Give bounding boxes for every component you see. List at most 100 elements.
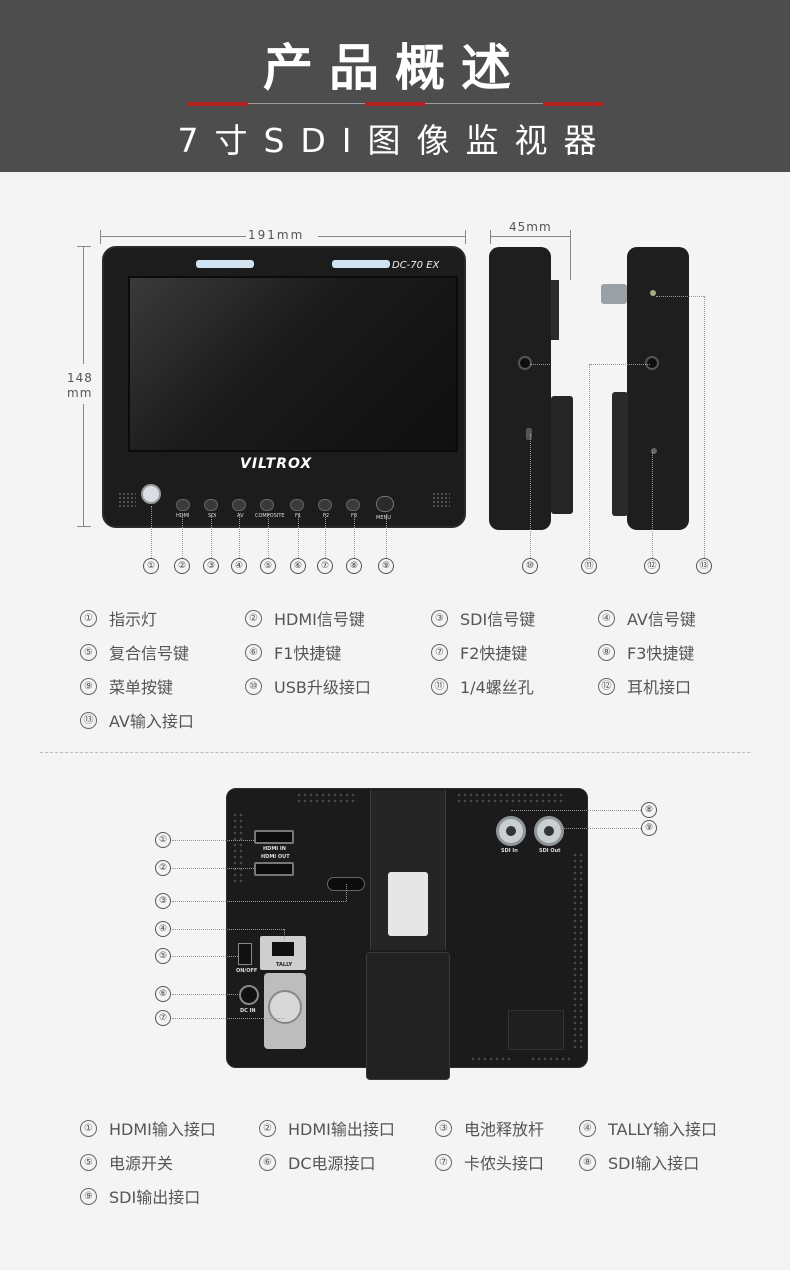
hdmi-out-label: HDMI OUT <box>261 854 290 860</box>
vent-left <box>232 812 244 882</box>
f2-button[interactable] <box>318 499 332 511</box>
callout-1: ① <box>143 558 159 574</box>
legend-item: ⑧ F3快捷键 <box>598 640 694 664</box>
usb-port <box>526 428 532 440</box>
back-callout-5: ⑤ <box>155 948 171 964</box>
callout-leader-11 <box>589 364 590 558</box>
depth-dim-line <box>490 236 570 237</box>
header-accent-left <box>188 102 248 106</box>
side-left-battery-plate <box>551 396 573 514</box>
callout-5: ⑤ <box>260 558 276 574</box>
back-leader-8 <box>511 810 641 811</box>
legend-label: HDMI输出接口 <box>288 1120 395 1139</box>
sdi-button-label: SDI <box>208 513 217 519</box>
callout-8: ⑧ <box>346 558 362 574</box>
hdmi-out-port <box>254 862 294 876</box>
legend-item: ⑨ SDI输出接口 <box>80 1184 200 1208</box>
height-dim-line-top <box>83 246 84 364</box>
sdi-in-bnc-core <box>506 826 516 836</box>
header-accent-center <box>365 102 425 106</box>
dc-in-label: DC IN <box>240 1008 256 1014</box>
back-leader-7 <box>172 1018 284 1019</box>
menu-button[interactable] <box>376 496 394 512</box>
tally-light-left <box>196 260 254 268</box>
vent-bottom-2 <box>530 1056 570 1064</box>
dc-power-jack <box>239 985 259 1005</box>
legend-label: 指示灯 <box>109 610 158 629</box>
legend-item: ② HDMI输出接口 <box>259 1116 395 1140</box>
width-dimension-label: 191mm <box>248 228 305 242</box>
callout-leader-13a <box>656 296 704 297</box>
legend-label: F2快捷键 <box>460 644 528 663</box>
tally-label: TALLY <box>276 962 293 968</box>
side-left-connector <box>551 280 559 340</box>
screw-hole-right <box>645 356 659 370</box>
back-leader-5 <box>172 956 238 957</box>
callout-leader-9 <box>386 514 387 558</box>
legend-label: USB升级接口 <box>274 678 371 697</box>
legend-label: SDI输出接口 <box>109 1188 201 1207</box>
callout-leader-7 <box>325 514 326 558</box>
legend-num: ⑪ <box>431 677 448 695</box>
back-leader-3b <box>346 884 347 901</box>
legend-num: ⑬ <box>80 711 97 729</box>
depth-dimension-label: 45mm <box>509 220 552 234</box>
f2-button-label: F2 <box>323 513 330 519</box>
composite-button[interactable] <box>260 499 274 511</box>
hdmi-button[interactable] <box>176 499 190 511</box>
legend-label: SDI信号键 <box>460 610 536 629</box>
legend-num: ⑥ <box>259 1153 276 1171</box>
callout-leader-5 <box>268 514 269 558</box>
model-name: DC-70 EX <box>392 260 440 271</box>
av-bnc-connector <box>601 284 627 304</box>
legend-num: ⑥ <box>245 643 262 661</box>
back-leader-1 <box>172 840 254 841</box>
header-accent-right <box>543 102 603 106</box>
f3-button[interactable] <box>346 499 360 511</box>
height-dimension-label: 148 <box>67 371 93 385</box>
legend-num: ⑨ <box>80 1187 97 1205</box>
callout-2: ② <box>174 558 190 574</box>
legend-num: ② <box>259 1119 276 1137</box>
av-port-dot <box>650 290 656 296</box>
back-callout-1: ① <box>155 832 171 848</box>
power-switch[interactable] <box>238 943 252 965</box>
sdi-button[interactable] <box>204 499 218 511</box>
callout-leader-8 <box>354 514 355 558</box>
height-dimension-unit: mm <box>67 386 93 400</box>
legend-label: 菜单按键 <box>109 678 174 697</box>
back-callout-4: ④ <box>155 921 171 937</box>
legend-num: ⑩ <box>245 677 262 695</box>
f1-button[interactable] <box>290 499 304 511</box>
legend-label: F3快捷键 <box>627 644 695 663</box>
composite-button-label: COMPOSITE <box>255 513 285 519</box>
back-leader-2 <box>172 868 254 869</box>
back-leader-4 <box>172 929 284 930</box>
legend-num: ⑧ <box>598 643 615 661</box>
callout-leader-12 <box>652 452 653 558</box>
callout-leader-6 <box>298 514 299 558</box>
menu-button-label: MENU <box>376 515 391 521</box>
sdi-out-label: SDI Out <box>539 848 561 854</box>
vent-top-left <box>296 792 358 806</box>
callout-13: ⑬ <box>696 558 712 574</box>
legend-label: HDMI输入接口 <box>109 1120 216 1139</box>
legend-item: ⑩ USB升级接口 <box>245 674 371 698</box>
legend-num: ② <box>245 609 262 627</box>
av-button[interactable] <box>232 499 246 511</box>
vent-bottom-1 <box>470 1056 510 1064</box>
width-dim-line-right <box>318 236 466 237</box>
